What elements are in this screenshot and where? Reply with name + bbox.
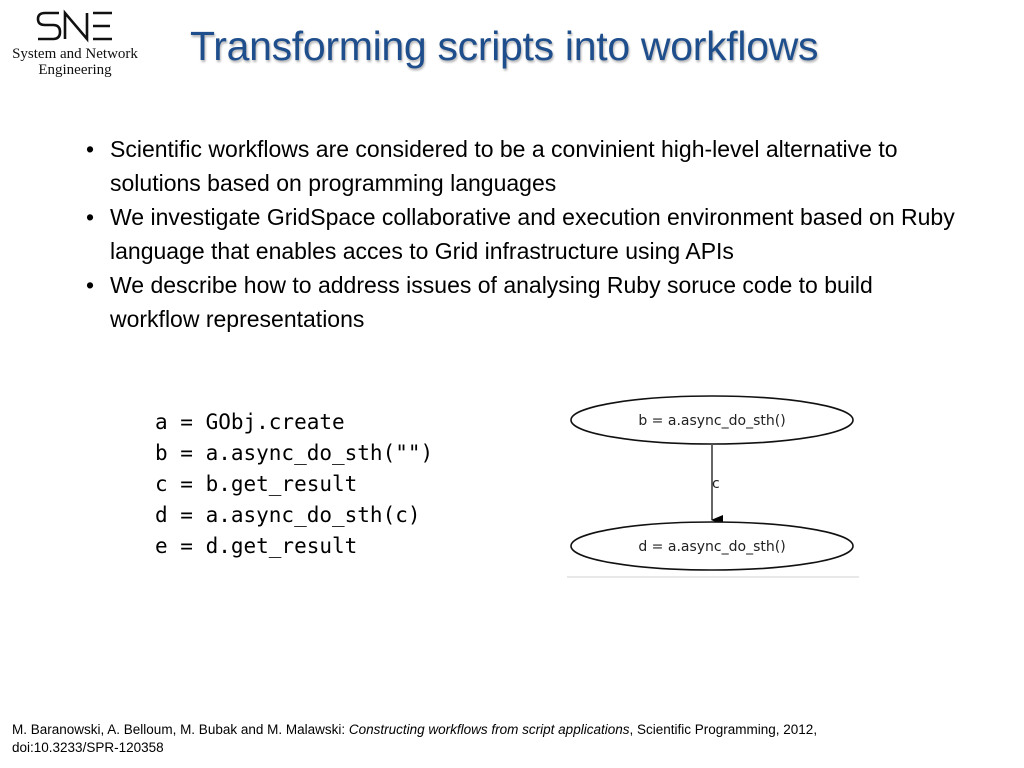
graph-node-bottom-label: d = a.async_do_sth(): [638, 539, 785, 555]
graph-node-top-label: b = a.async_do_sth(): [638, 413, 785, 429]
code-block: a = GObj.create b = a.async_do_sth("")c =…: [155, 407, 433, 562]
code-line: c = b.get_result: [155, 472, 358, 496]
graph-edge-label: c: [712, 476, 720, 492]
code-line: e = d.get_result: [155, 534, 358, 558]
citation-doi: doi:10.3233/SPR-120358: [12, 740, 164, 755]
citation-authors: M. Baranowski, A. Belloum, M. Bubak and …: [12, 722, 349, 737]
bullet-text: We investigate GridSpace collaborative a…: [110, 204, 955, 264]
bullet-text: We describe how to address issues of ana…: [110, 272, 873, 332]
slide-title: Transforming scripts into workflows: [190, 23, 819, 69]
bullet-icon: •: [85, 272, 95, 298]
bullet-text: Scientific workflows are considered to b…: [110, 136, 898, 196]
citation-paper-title: Constructing workflows from script appli…: [348, 722, 630, 737]
citation-details: , Scientific Programming, 2012,: [629, 722, 818, 737]
code-line: b = a.async_do_sth(""): [155, 441, 434, 465]
bullet-icon: •: [85, 136, 95, 162]
bullet-item: • Scientific workflows are considered to …: [80, 132, 960, 200]
sne-logo: System and Network Engineering: [0, 8, 150, 78]
citation: M. Baranowski, A. Belloum, M. Bubak and …: [12, 721, 1012, 757]
logo-text-line2: Engineering: [38, 62, 112, 78]
bullet-icon: •: [85, 204, 95, 230]
code-line: a = GObj.create: [155, 410, 345, 434]
graph-node-top: [570, 395, 854, 445]
bullet-list: • Scientific workflows are considered to …: [80, 132, 960, 336]
code-line: d = a.async_do_sth(c): [155, 503, 421, 527]
workflow-graph: b = a.async_do_sth() c d = a.async_do_st…: [567, 395, 859, 578]
bullet-item: • We describe how to address issues of an…: [80, 268, 960, 336]
sne-logo-mark: [36, 9, 112, 43]
logo-text-line1: System and Network: [12, 46, 138, 62]
bullet-item: • We investigate GridSpace collaborative …: [80, 200, 960, 268]
graph-node-bottom: [570, 521, 854, 571]
